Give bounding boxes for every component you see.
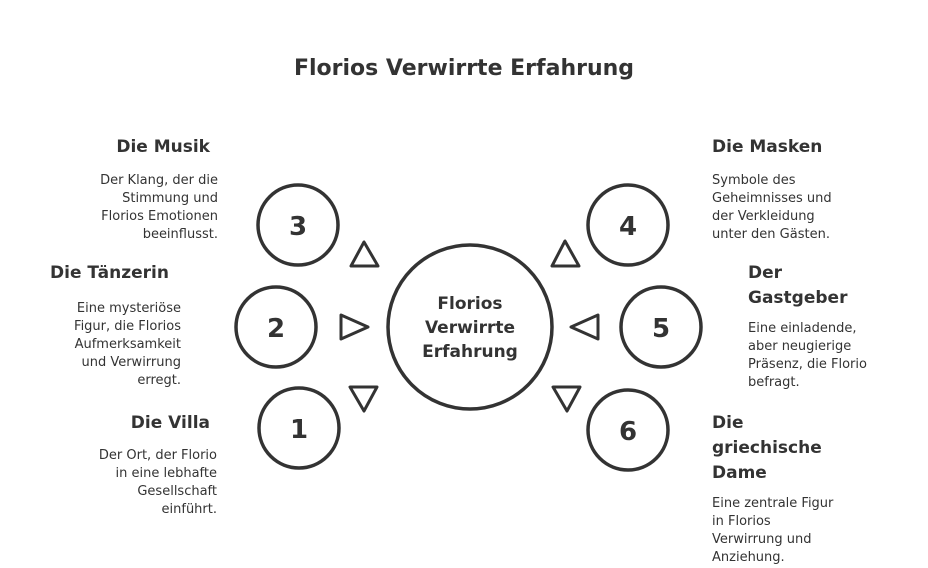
item-3-description: Der Klang, der die Stimmung und Florios … xyxy=(38,172,218,244)
node-6-number: 6 xyxy=(619,417,637,447)
item-5-heading: Der Gastgeber xyxy=(748,263,848,308)
item-2-heading: Die Tänzerin xyxy=(50,263,169,283)
item-1-desc-line: Der Ort, der Florio xyxy=(98,448,217,463)
item-4-desc-line: unter den Gästen. xyxy=(712,227,830,242)
item-1-desc-line: einführt. xyxy=(161,502,217,517)
diagram-title: Florios Verwirrte Erfahrung xyxy=(293,56,635,81)
item-2-desc-line: und Verwirrung xyxy=(81,355,181,370)
item-3-desc-line: Stimmung und xyxy=(122,191,218,206)
item-6-desc-line: in Florios xyxy=(712,514,771,529)
item-3-desc-line: beeinflusst. xyxy=(142,227,218,242)
item-2-description: Eine mysteriöse Figur, die Florios Aufme… xyxy=(21,300,181,390)
node-5-number: 5 xyxy=(652,314,670,344)
node-6-circle xyxy=(586,388,670,472)
node-2-circle xyxy=(234,285,318,369)
item-3-desc-line: Florios Emotionen xyxy=(101,209,218,224)
item-3-heading: Die Musik xyxy=(116,137,210,157)
item-1-heading: Die Villa xyxy=(130,413,210,433)
item-2-desc-line: Figur, die Florios xyxy=(74,319,181,334)
arrow-2-triangle xyxy=(339,313,370,341)
item-5-desc-line: befragt. xyxy=(748,375,800,390)
arrow-4-triangle xyxy=(550,239,581,268)
item-4-desc-line: der Verkleidung xyxy=(712,209,815,224)
node-1-circle xyxy=(257,386,341,470)
arrow-3-triangle xyxy=(349,240,380,268)
item-5-desc-line: Präsenz, die Florio xyxy=(748,357,867,372)
center-label-line-3: Erfahrung xyxy=(422,342,518,362)
center-label-line-1: Florios xyxy=(437,294,502,314)
item-5-description: Eine einladende, aber neugierige Präsenz… xyxy=(748,320,923,392)
arrow-6-triangle xyxy=(551,385,582,413)
node-4-circle xyxy=(586,183,670,267)
item-4-description: Symbole des Geheimnisses und der Verklei… xyxy=(712,172,912,244)
item-2-desc-line: Aufmerksamkeit xyxy=(74,337,181,352)
node-1-number: 1 xyxy=(290,415,308,445)
center-circle xyxy=(386,243,554,411)
item-4-desc-line: Geheimnisses und xyxy=(712,191,832,206)
center-label-line-2: Verwirrte xyxy=(425,318,515,338)
item-1-desc-line: Gesellschaft xyxy=(137,484,217,499)
item-4-heading: Die Masken xyxy=(712,137,823,157)
item-6-heading: Die griechische Dame xyxy=(712,413,822,483)
node-2-number: 2 xyxy=(267,314,285,344)
node-3-circle xyxy=(256,183,340,267)
item-3-desc-line: Der Klang, der die xyxy=(100,173,218,188)
item-1-description: Der Ort, der Florio in eine lebhafte Ges… xyxy=(37,447,217,519)
node-3-number: 3 xyxy=(289,212,307,242)
node-4-number: 4 xyxy=(619,212,637,242)
item-1-desc-line: in eine lebhafte xyxy=(115,466,217,481)
item-6-desc-line: Eine zentrale Figur xyxy=(712,496,834,511)
item-4-desc-line: Symbole des xyxy=(712,173,796,188)
item-6-description: Eine zentrale Figur in Florios Verwirrun… xyxy=(712,495,912,567)
item-6-desc-line: Anziehung. xyxy=(712,550,785,565)
item-5-desc-line: Eine einladende, xyxy=(748,321,857,336)
item-2-desc-line: Eine mysteriöse xyxy=(76,301,181,316)
arrow-1-triangle xyxy=(348,385,379,413)
item-6-desc-line: Verwirrung und xyxy=(712,532,812,547)
item-2-desc-line: erregt. xyxy=(137,373,181,388)
arrow-5-triangle xyxy=(569,313,600,341)
node-5-circle xyxy=(619,285,703,369)
item-5-desc-line: aber neugierige xyxy=(748,339,852,354)
